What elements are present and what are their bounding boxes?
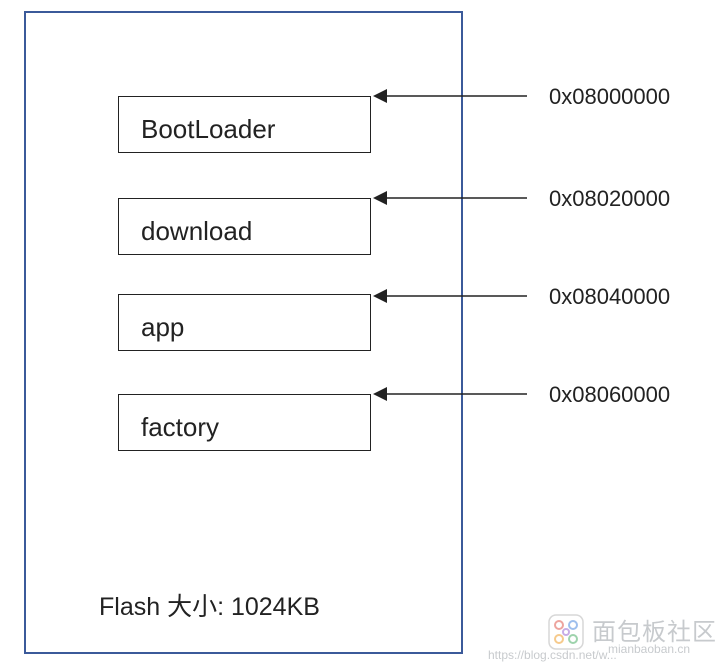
watermark-site-name: 面包板社区 [592, 618, 717, 646]
region-label: download [141, 216, 253, 246]
region-factory: factory [118, 394, 371, 451]
watermark-logo-icon [548, 614, 584, 650]
address-bootloader: 0x08000000 [549, 84, 671, 109]
address-app: 0x08040000 [549, 284, 671, 309]
watermark-site-domain: mianbaoban.cn [608, 642, 691, 656]
region-label: factory [141, 412, 220, 442]
address-download: 0x08020000 [549, 186, 671, 211]
address-factory: 0x08060000 [549, 382, 671, 407]
region-download: download [118, 198, 371, 255]
region-app: app [118, 294, 371, 351]
region-bootloader: BootLoader [118, 96, 371, 153]
region-label: app [141, 312, 185, 342]
watermark-url: https://blog.csdn.net/w... [488, 648, 617, 662]
flash-size-label: Flash 大小: 1024KB [99, 593, 320, 621]
site-watermark: 面包板社区 mianbaoban.cn [546, 612, 716, 660]
region-label: BootLoader [141, 114, 276, 144]
